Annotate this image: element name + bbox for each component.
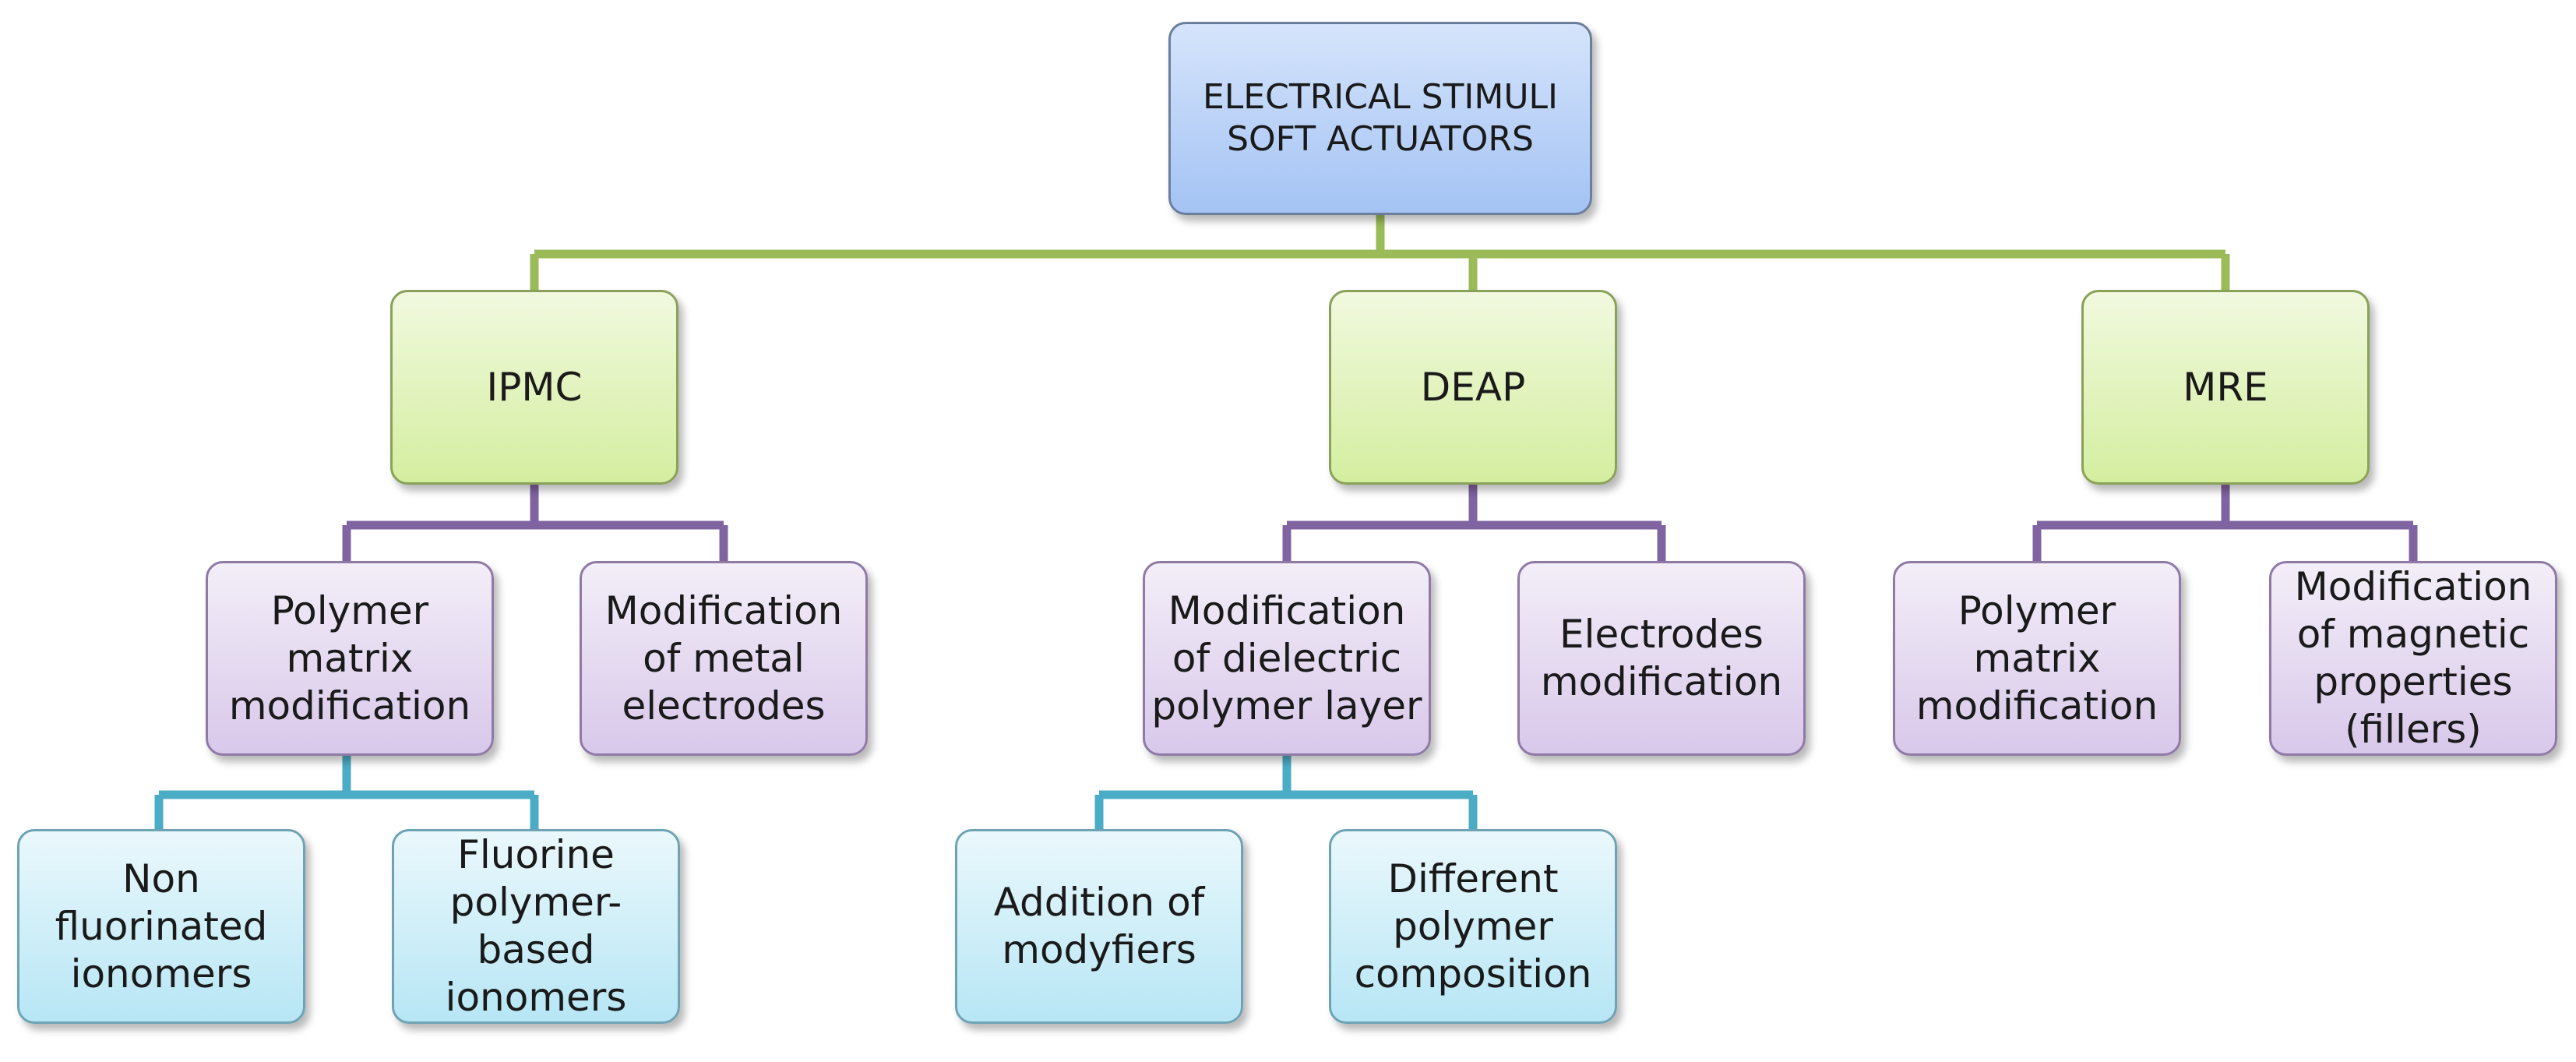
node-addition-of-modifiers: Addition of modyfiers	[955, 829, 1243, 1024]
node-label: Modification of magnetic properties (fil…	[2294, 564, 2532, 752]
node-label: Polymer matrix modification	[1915, 587, 2158, 729]
node-label: Different polymer composition	[1354, 856, 1592, 997]
root-label: ELECTRICAL STIMULI SOFT ACTUATORS	[1202, 77, 1559, 159]
node-label: Modification of dielectric polymer layer	[1151, 587, 1422, 729]
node-deap-dielectric-layer-modification: Modification of dielectric polymer layer	[1143, 561, 1431, 756]
node-label: Polymer matrix modification	[228, 587, 471, 729]
level2-connectors	[342, 485, 2418, 561]
level3-connectors	[154, 756, 1478, 829]
node-non-fluorinated-ionomers: Non fluorinated ionomers	[17, 829, 305, 1024]
node-label: Fluorine polymer- based ionomers	[445, 832, 627, 1020]
root-connectors	[530, 215, 2230, 290]
node-ipmc-metal-electrodes-modification: Modification of metal electrodes	[580, 561, 868, 756]
node-label: Modification of metal electrodes	[604, 587, 843, 729]
node-ipmc-polymer-matrix-modification: Polymer matrix modification	[206, 561, 494, 756]
node-mre: MRE	[2081, 290, 2370, 485]
node-different-polymer-composition: Different polymer composition	[1329, 829, 1617, 1024]
root-node: ELECTRICAL STIMULI SOFT ACTUATORS	[1168, 22, 1592, 215]
node-deap-electrodes-modification: Electrodes modification	[1517, 561, 1806, 756]
node-mre-label: MRE	[2183, 364, 2268, 410]
node-ipmc-label: IPMC	[486, 364, 583, 410]
node-deap: DEAP	[1329, 290, 1617, 485]
node-fluorine-polymer-based-ionomers: Fluorine polymer- based ionomers	[392, 829, 680, 1024]
node-mre-magnetic-properties-modification: Modification of magnetic properties (fil…	[2269, 561, 2557, 756]
node-ipmc: IPMC	[390, 290, 678, 485]
node-label: Non fluorinated ionomers	[55, 856, 268, 997]
node-label: Electrodes modification	[1540, 612, 1783, 704]
node-deap-label: DEAP	[1420, 364, 1526, 410]
node-label: Addition of modyfiers	[993, 880, 1205, 972]
node-mre-polymer-matrix-modification: Polymer matrix modification	[1893, 561, 2181, 756]
